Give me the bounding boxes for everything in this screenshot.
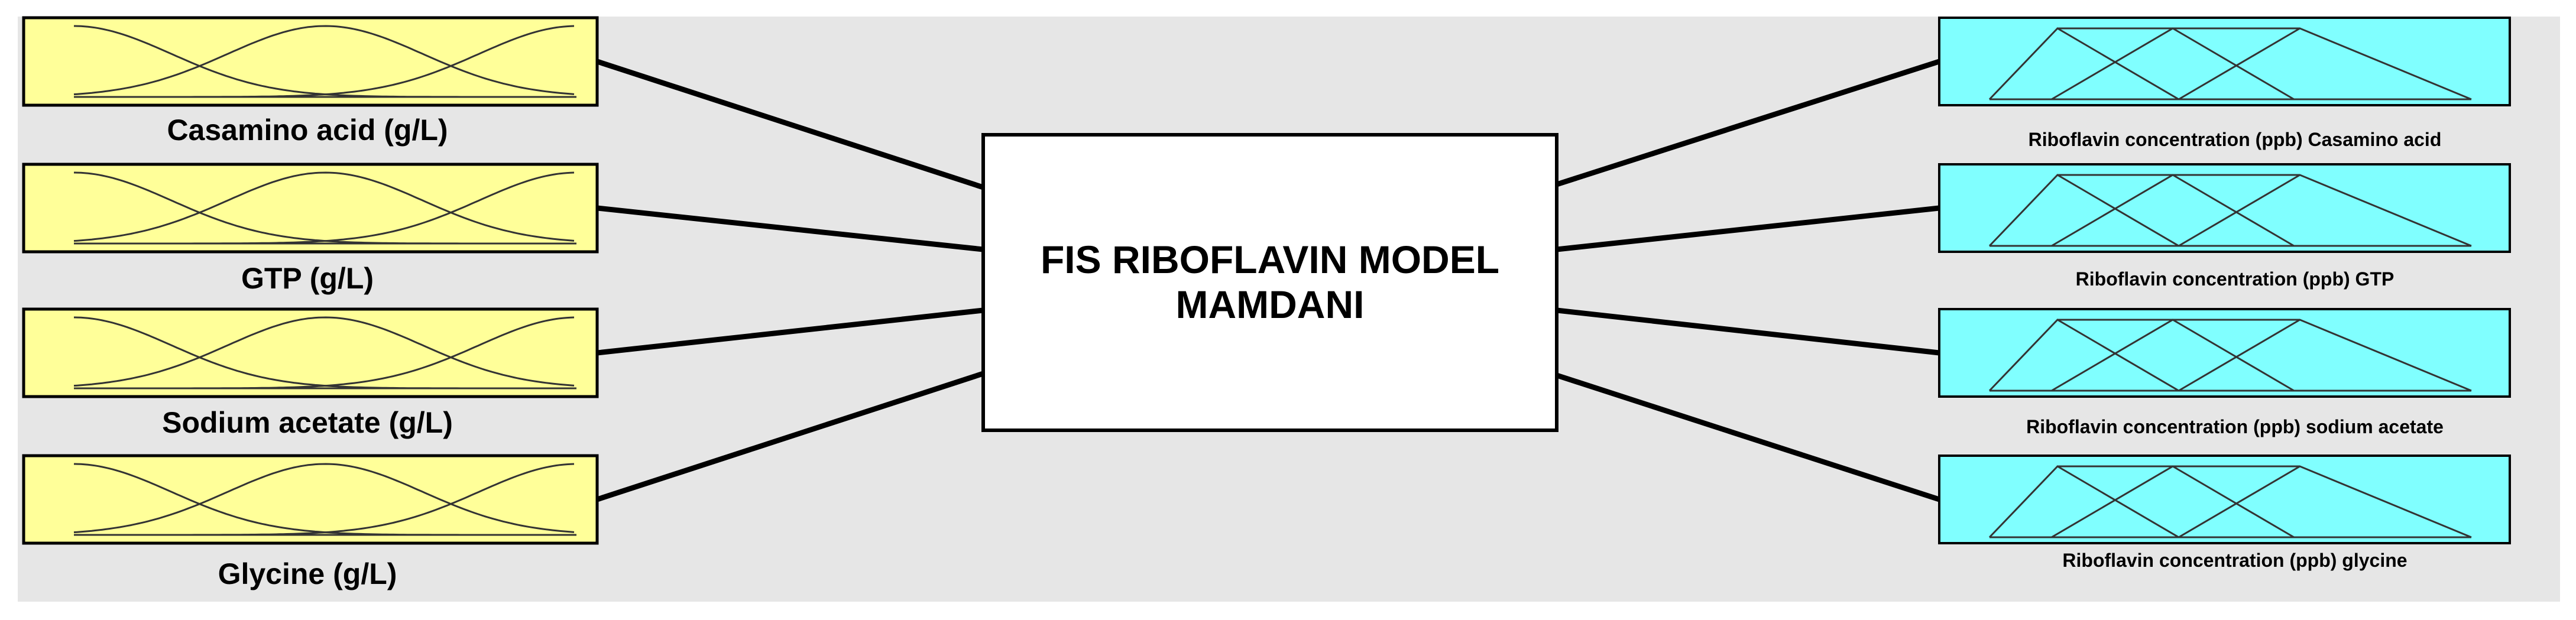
input-box-2[interactable] [22, 163, 599, 254]
input-label-1: Casamino acid (g/L) [167, 113, 448, 147]
connector-output-1 [1554, 59, 1942, 187]
output-box-1[interactable] [1938, 17, 2511, 106]
triangular-membership-icon [1988, 465, 2472, 538]
input-variable-4[interactable] [22, 454, 599, 545]
output-label-3: Riboflavin concentration (ppb) sodium ac… [2026, 416, 2444, 437]
input-box-4[interactable] [22, 454, 599, 545]
bell-shaped-membership-icon [73, 463, 576, 536]
output-variable-1[interactable] [1938, 17, 2511, 106]
connector-output-3 [1554, 307, 1942, 356]
connector-input-2 [594, 205, 986, 252]
output-variable-2[interactable] [1938, 163, 2511, 253]
output-label-2: Riboflavin concentration (ppb) GTP [2075, 268, 2394, 290]
input-variable-2[interactable] [22, 163, 599, 254]
input-variable-1[interactable] [22, 16, 599, 107]
output-variable-3[interactable] [1938, 308, 2511, 398]
output-box-4[interactable] [1938, 455, 2511, 544]
connector-input-1 [594, 59, 986, 190]
output-label-1: Riboflavin concentration (ppb) Casamino … [2028, 129, 2442, 150]
output-box-3[interactable] [1938, 308, 2511, 398]
input-variable-3[interactable] [22, 307, 599, 398]
input-label-2: GTP (g/L) [241, 262, 374, 295]
input-box-3[interactable] [22, 307, 599, 398]
connector-input-4 [594, 371, 986, 502]
input-box-1[interactable] [22, 16, 599, 107]
triangular-membership-icon [1988, 27, 2472, 100]
output-variable-4[interactable] [1938, 455, 2511, 544]
input-label-3: Sodium acetate (g/L) [162, 406, 453, 439]
bell-shaped-membership-icon [73, 171, 576, 245]
output-label-4: Riboflavin concentration (ppb) glycine [2062, 550, 2407, 571]
bell-shaped-membership-icon [73, 316, 576, 389]
input-label-4: Glycine (g/L) [218, 557, 397, 590]
connector-output-2 [1554, 205, 1942, 252]
connector-lines [594, 59, 1942, 502]
connector-output-4 [1554, 372, 1942, 502]
connector-input-3 [594, 307, 986, 356]
triangular-membership-icon [1988, 319, 2472, 392]
triangular-membership-icon [1988, 174, 2472, 247]
fis-system-box[interactable] [981, 133, 1558, 432]
output-box-2[interactable] [1938, 163, 2511, 253]
bell-shaped-membership-icon [73, 25, 576, 98]
